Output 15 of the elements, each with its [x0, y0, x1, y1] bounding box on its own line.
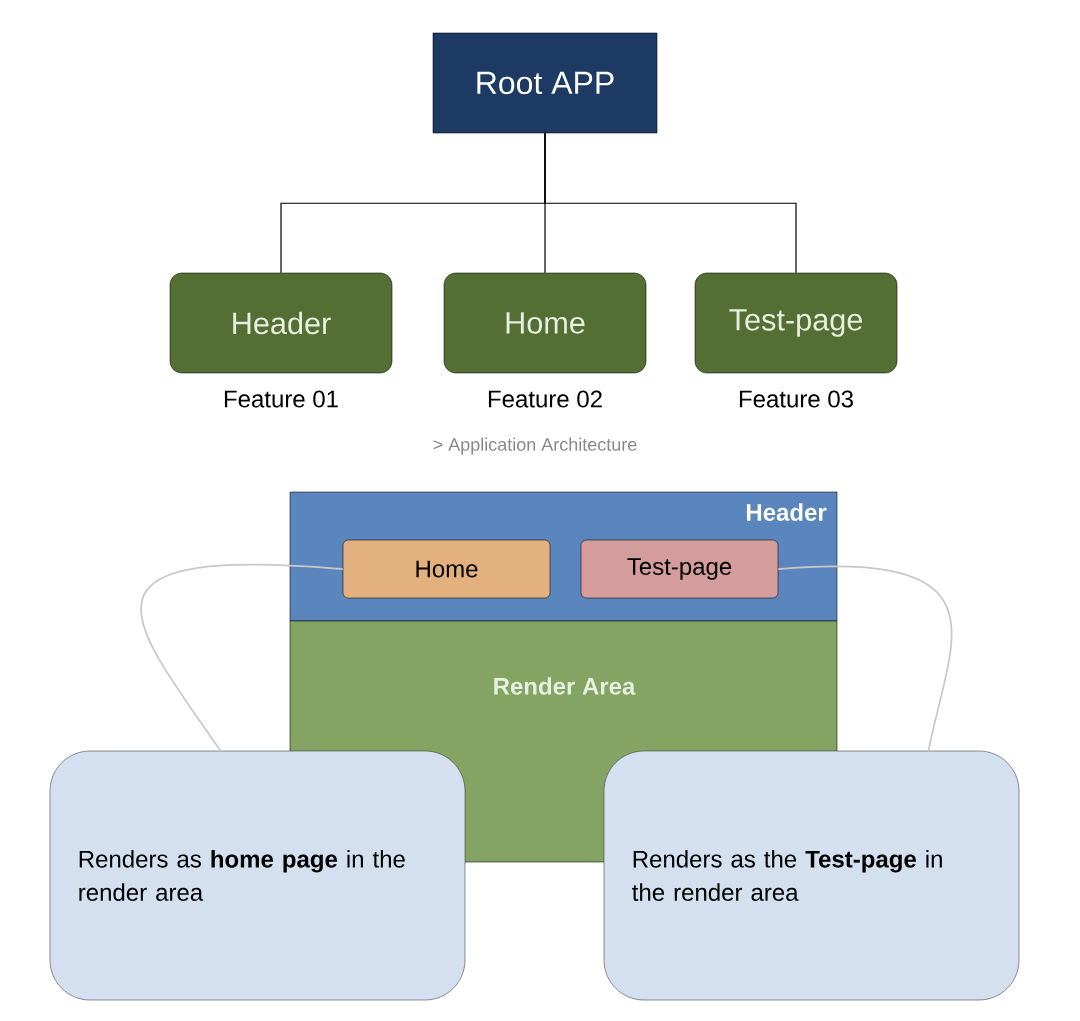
connector-line [777, 565, 953, 752]
feature-box: Test-page [694, 272, 898, 374]
caption-text: > Application Architecture [433, 437, 637, 455]
tab-box: Test-page [580, 539, 779, 599]
feature-label: Feature 01 [224, 390, 338, 408]
tab-box: Home [342, 539, 551, 599]
callout-box: Renders as the Test-page in the render area [603, 750, 1020, 1001]
feature-box: Header [169, 272, 393, 374]
connector-line [544, 132, 797, 274]
connector-line [140, 564, 344, 752]
feature-label: Feature 02 [488, 390, 602, 408]
feature-label: Feature 03 [739, 390, 853, 408]
feature-box: Home [443, 272, 647, 374]
root-box: Root APP [432, 32, 658, 134]
callout-box: Renders as home page in the render area [49, 750, 466, 1001]
